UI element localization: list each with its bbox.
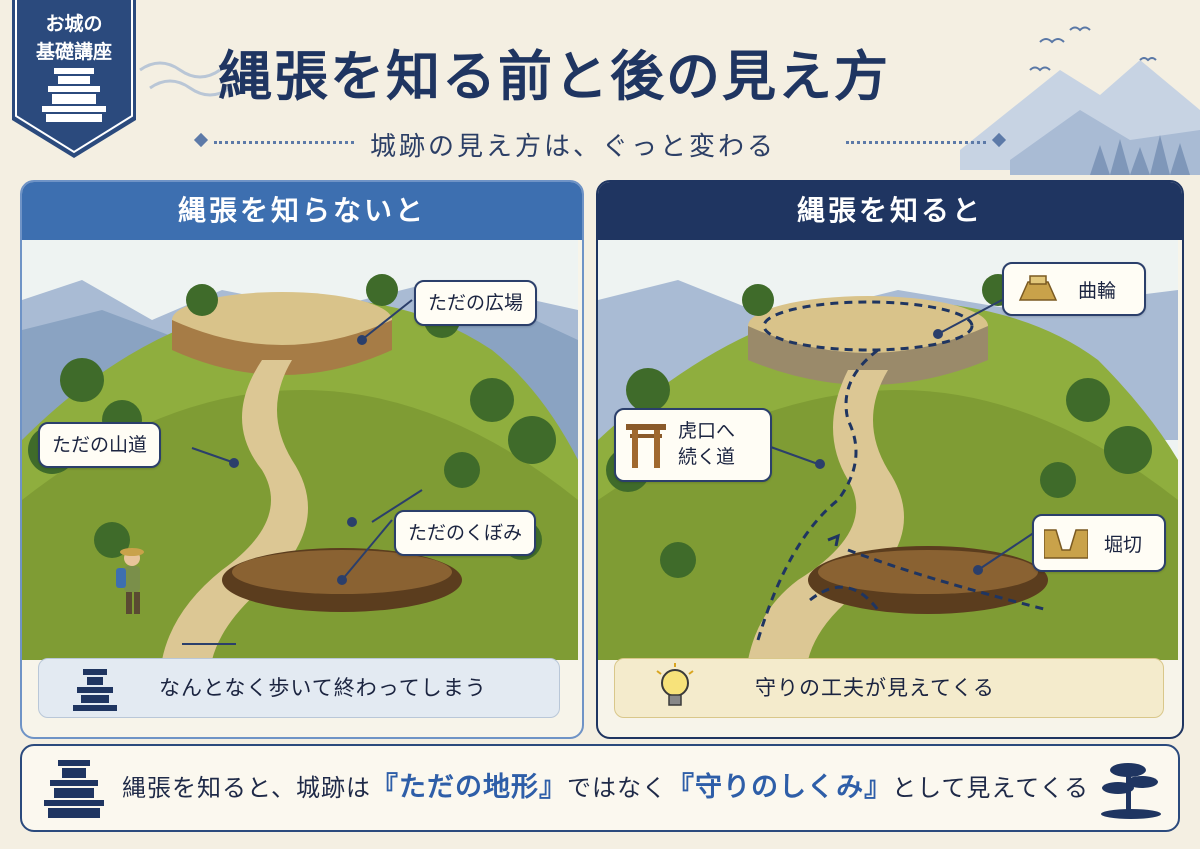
- before-summary-text: なんとなく歩いて終わってしまう: [159, 676, 487, 700]
- course-badge: [12, 0, 136, 158]
- castle-icon: [44, 760, 104, 818]
- callout-kuruwa: 曲輪: [1002, 262, 1146, 316]
- badge-line-2: 基礎講座: [35, 41, 112, 63]
- header-decoration: [139, 26, 1200, 175]
- before-scene-illustration: [22, 240, 578, 660]
- conclusion-highlight-1: 『ただの地形』: [371, 772, 568, 803]
- callout-horikiri: 堀切: [1032, 514, 1166, 572]
- after-panel: 縄張を知ると 曲輪: [596, 180, 1184, 739]
- conclusion-text: 縄張を知ると、城跡は『ただの地形』ではなく『守りのしくみ』として見えてくる: [122, 746, 1089, 830]
- moat-icon: [1044, 529, 1088, 559]
- castle-icon: [42, 68, 106, 122]
- mountain-icon: [960, 60, 1200, 175]
- badge-label: お城の 基礎講座: [12, 10, 136, 66]
- callout-horikiri-label: 堀切: [1104, 534, 1143, 556]
- kuruwa-icon: [1018, 275, 1058, 301]
- conclusion-highlight-2: 『守りのしくみ』: [667, 772, 893, 803]
- hiker-icon: [116, 548, 144, 614]
- callout-koguchi: 虎口へ 続く道: [614, 408, 772, 482]
- callout-koguchi-line-1: 虎口へ: [678, 420, 736, 442]
- badge-line-1: お城の: [45, 13, 103, 35]
- conclusion-part-2: ではなく: [567, 774, 668, 802]
- cloud-swirl: [139, 61, 231, 97]
- gate-icon: [626, 424, 666, 468]
- callout-hollow: ただのくぼみ: [394, 510, 537, 556]
- bird-icon: [1029, 26, 1157, 72]
- conclusion-part-1: 縄張を知ると、城跡は: [122, 774, 372, 802]
- callout-kuruwa-label: 曲輪: [1078, 280, 1117, 302]
- after-summary: 守りの工夫が見えてくる: [614, 658, 1164, 718]
- before-panel: 縄張を知らないと: [20, 180, 584, 739]
- page-subtitle: 城跡の見え方は、ぐっと変わる: [370, 132, 777, 162]
- after-summary-text: 守りの工夫が見えてくる: [755, 676, 995, 700]
- page-title: 縄張を知る前と後の見え方: [218, 45, 890, 108]
- lightbulb-icon: [656, 663, 694, 706]
- before-summary: なんとなく歩いて終わってしまう: [38, 658, 560, 718]
- dotted-rule-right: [846, 141, 986, 144]
- callout-plaza: ただの広場: [414, 280, 538, 326]
- callout-koguchi-line-2: 続く道: [678, 446, 736, 468]
- conclusion-banner: 縄張を知ると、城跡は『ただの地形』ではなく『守りのしくみ』として見えてくる: [20, 744, 1180, 832]
- callout-path: ただの山道: [38, 422, 162, 468]
- conclusion-part-3: として見えてくる: [892, 774, 1090, 802]
- callout-koguchi-text: 虎口へ 続く道: [678, 418, 735, 470]
- after-heading: 縄張を知ると: [598, 182, 1182, 240]
- pine-tree-icon: [1101, 763, 1161, 819]
- dotted-rule-left: [214, 141, 354, 144]
- before-heading: 縄張を知らないと: [22, 182, 582, 240]
- castle-icon: [73, 669, 117, 711]
